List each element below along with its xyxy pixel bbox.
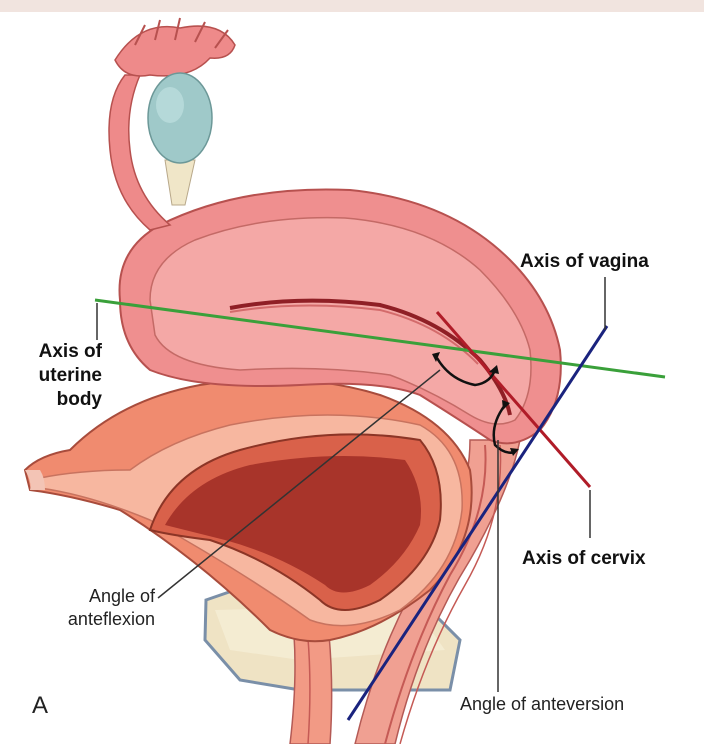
fimbriae [115, 18, 235, 76]
ovary [148, 73, 212, 163]
axis-of-uterine-body-line-1: Axis of [10, 340, 102, 364]
axis-of-uterine-body-line-3: body [10, 388, 102, 412]
angle-of-anteflexion-line-1: Angle of [55, 585, 155, 608]
axis-of-cervix-label: Axis of cervix [522, 547, 646, 571]
axis-of-uterine-body-line-2: uterine [10, 364, 102, 388]
angle-of-anteflexion-line-2: anteflexion [55, 608, 155, 631]
axis-of-uterine-body-label: Axis of uterine body [10, 340, 102, 412]
ovarian-ligament [165, 160, 195, 205]
axis-of-vagina-label: Axis of vagina [520, 250, 649, 274]
angle-of-anteflexion-label: Angle of anteflexion [55, 585, 155, 631]
panel-letter: A [32, 692, 48, 720]
angle-of-anteversion-label: Angle of anteversion [460, 693, 624, 716]
